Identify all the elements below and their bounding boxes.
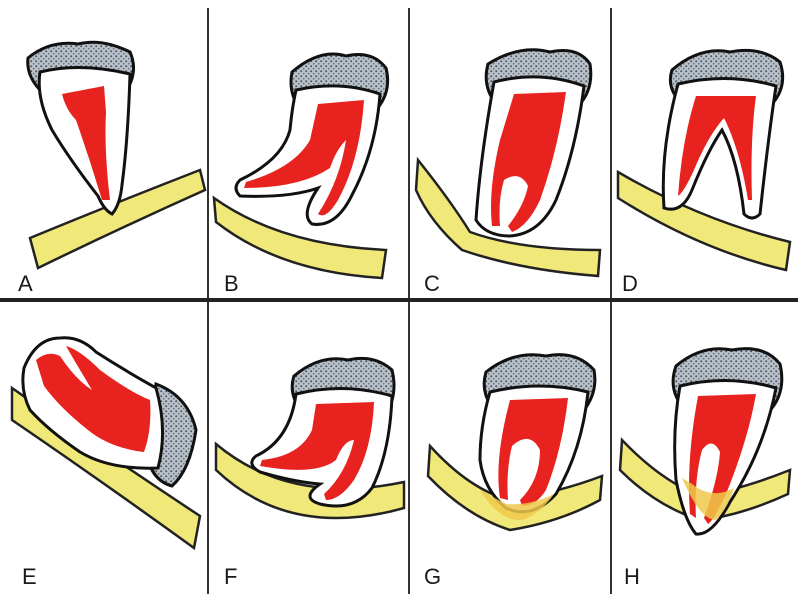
panel-label-d: D [622, 271, 638, 296]
panel-g [428, 355, 602, 530]
panel-label-a: A [18, 271, 33, 296]
panel-d [618, 50, 790, 270]
panel-h [620, 349, 790, 534]
panel-a [28, 42, 205, 268]
panel-label-g: G [424, 564, 441, 589]
panel-label-e: E [22, 564, 37, 589]
panel-e [12, 338, 200, 548]
panel-label-h: H [624, 564, 640, 589]
panel-c [416, 50, 600, 276]
panel-label-b: B [224, 271, 239, 296]
panel-label-f: F [224, 564, 237, 589]
panel-b [214, 54, 388, 278]
panel-f [216, 358, 404, 518]
bone-ridge [214, 198, 386, 278]
panel-label-c: C [424, 271, 440, 296]
